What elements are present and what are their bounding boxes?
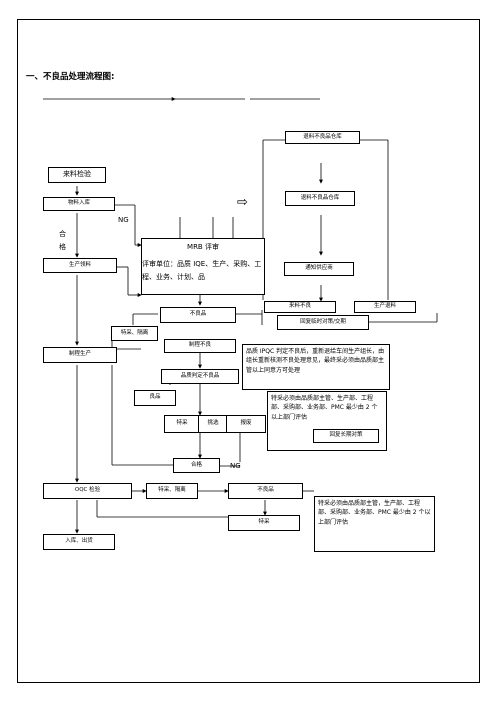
good-products: 良品 — [134, 390, 176, 406]
return-bad-warehouse-mid: 退料不良品仓库 — [285, 191, 355, 206]
special-isolate-1: 特采、隔离 — [111, 326, 158, 341]
bad-products-2: 不良品 — [228, 483, 303, 499]
special-accept-1: 特采 — [164, 415, 200, 433]
judge-bad: 品质判定不良品 — [161, 369, 239, 384]
notify-supplier: 通知供应商 — [284, 262, 354, 276]
scrap: 报废 — [226, 415, 266, 433]
special-accept-2: 特采 — [228, 515, 300, 531]
reply-temporary-measure: 回复临时对策/交期 — [277, 315, 369, 330]
page-title: 一、不良品处理流程图: — [26, 72, 115, 82]
double-arrow-icon: ⇨ — [237, 195, 248, 210]
special-isolate-2: 特采、隔离 — [146, 483, 198, 499]
bad-products: 不良品 — [160, 307, 236, 323]
select-rework: 挑选 — [198, 415, 228, 433]
return-bad-warehouse-top: 退料不良品仓库 — [285, 131, 360, 144]
reply-longterm: 回复长期对策 — [313, 429, 379, 443]
ipqc-note: 品质 IPQC 判定不良后，重新退给车间生产组长，由组长重新核测不良处理意见，最… — [242, 344, 390, 390]
oqc-inspection: OQC 检验 — [43, 483, 132, 499]
page-frame — [17, 19, 480, 683]
incoming-inspection: 来料检验 — [48, 167, 106, 183]
incoming-bad: 来料不良 — [264, 301, 336, 313]
production-return: 生产退料 — [354, 301, 416, 313]
material-stock-in: 物料入库 — [43, 197, 115, 211]
mrb-detail: 评审单位：品质 IQE、生产、采购、工程、业务、计划、品 — [142, 260, 262, 282]
production-issue: 生产领料 — [43, 258, 117, 273]
pass-label: 合格 — [173, 458, 220, 473]
mrb-review-box: MRB 评审 评审单位：品质 IQE、生产、采购、工程、业务、计划、品 — [141, 238, 265, 295]
process-production: 制程生产 — [43, 347, 117, 363]
process-bad: 制程不良 — [164, 339, 236, 353]
special-note-2: 特采必须由品质部主管，生产部、工程部、采购部、业务部、PMC 最少由 2 个以上… — [314, 496, 435, 552]
ng-label-2: NG — [230, 462, 241, 470]
ng-label-1: NG — [118, 216, 129, 224]
qualified-label: 合格 — [59, 230, 66, 251]
stock-out: 入库、出货 — [43, 534, 115, 550]
mrb-title: MRB 评审 — [187, 243, 219, 251]
